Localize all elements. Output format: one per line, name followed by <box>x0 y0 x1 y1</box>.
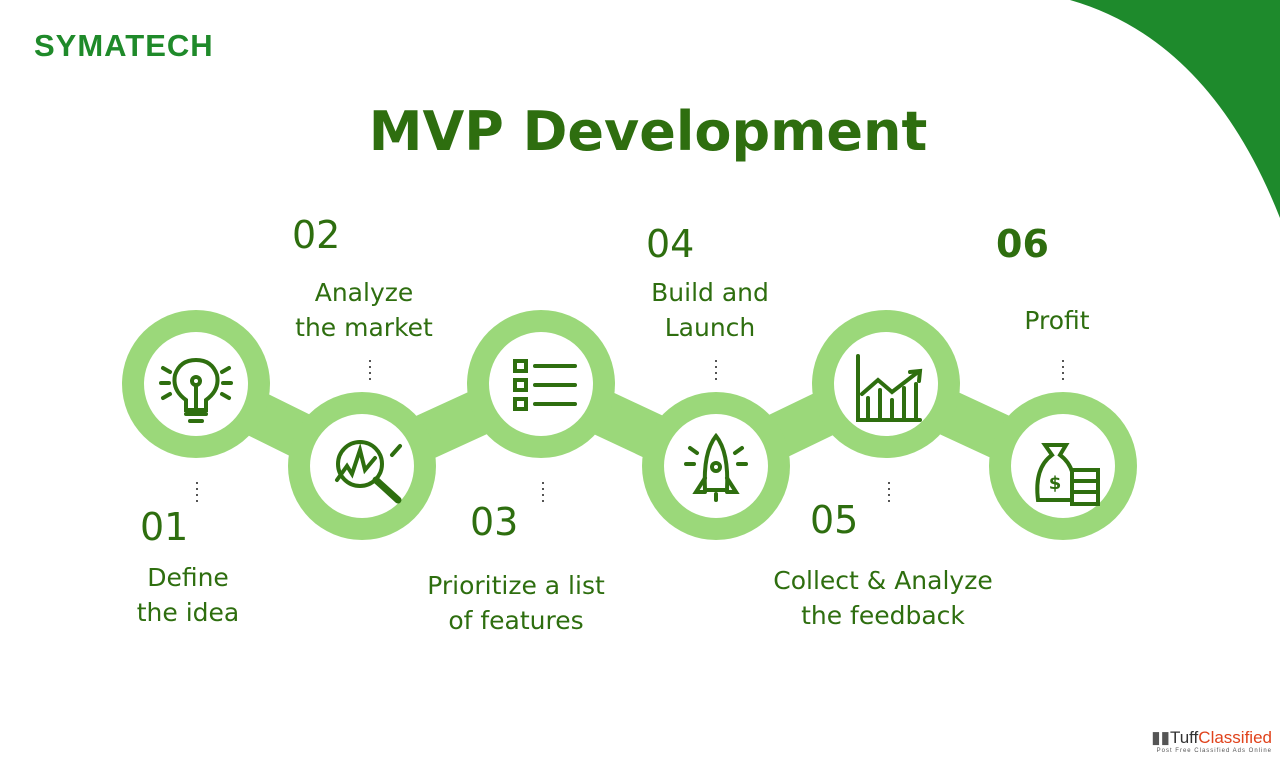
company-logo: SYMATECH <box>34 28 214 63</box>
rocket-icon <box>684 432 748 502</box>
watermark-logo: ▮▮TuffClassified Post Free Classified Ad… <box>1151 728 1272 754</box>
money-bag-icon <box>1035 443 1100 506</box>
market-analysis-icon <box>335 440 402 504</box>
step-number-06: 06 <box>996 222 1049 266</box>
step-number-02: 02 <box>292 213 341 257</box>
step-label-06: Profit <box>1024 306 1090 335</box>
step-number-04: 04 <box>646 222 695 266</box>
dollar-sign: $ <box>1049 473 1062 494</box>
page-title: MVP Development <box>368 100 928 163</box>
dotted-connector <box>1062 360 1064 384</box>
dotted-connector <box>369 360 371 384</box>
dotted-connector <box>196 482 198 506</box>
dotted-connector <box>715 360 717 384</box>
growth-chart-icon <box>856 354 923 422</box>
step-number-01: 01 <box>140 505 189 549</box>
dotted-connector <box>542 482 544 506</box>
step-number-05: 05 <box>810 498 859 542</box>
lightbulb-icon <box>159 357 233 423</box>
corner-decoration <box>1070 0 1280 218</box>
checklist-icon <box>513 359 577 411</box>
dotted-connector <box>888 482 890 506</box>
step-number-03: 03 <box>470 500 519 544</box>
